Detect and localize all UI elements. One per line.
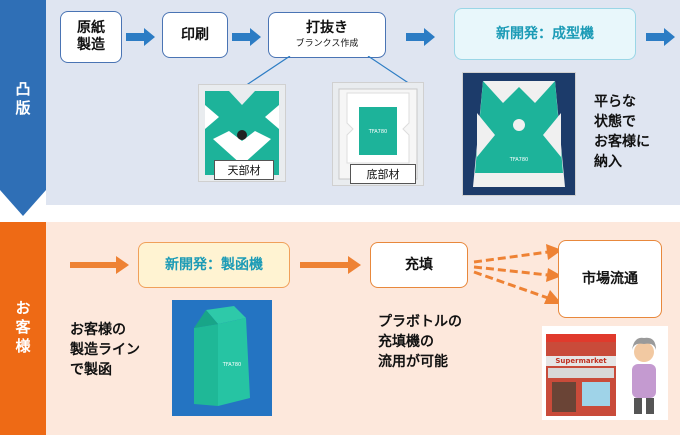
market-distribution-step: 市場流通	[558, 240, 662, 318]
filling-step: 充填	[370, 242, 468, 288]
customer-flow-arrow-2	[300, 256, 361, 274]
carton-photo: TFA780	[172, 300, 272, 416]
die-cutting-step: 打抜き ブランクス作成	[268, 12, 386, 58]
flow-arrow-2	[232, 28, 261, 46]
forming-machine-step: 新開発：成型機	[454, 8, 636, 60]
supermarket-illustration: Supermarket	[542, 326, 668, 420]
delivery-note: 平らな 状態で お客様に 納入	[594, 94, 650, 170]
svg-text:TFA780: TFA780	[222, 362, 241, 368]
svg-text:Supermarket: Supermarket	[555, 357, 607, 365]
customer-flow-arrow-1	[70, 256, 129, 274]
top-blank-caption: 天部材	[214, 160, 274, 180]
customer-line-note: お客様の 製造ライン で製函	[70, 322, 140, 378]
paper-manufacturing-step: 原紙製造	[60, 11, 122, 63]
flat-blank-photo: TFA780	[462, 72, 576, 196]
printing-step: 印刷	[162, 12, 228, 58]
bottom-blank-caption: 底部材	[350, 164, 416, 184]
box-forming-machine-step: 新開発：製函機	[138, 242, 290, 288]
svg-text:TFA780: TFA780	[509, 157, 528, 163]
customer-label: お客様	[0, 222, 46, 435]
manufacturer-side-arrow	[0, 0, 46, 216]
flow-arrow-1	[126, 28, 155, 46]
distribution-dashed-arrows	[473, 244, 562, 304]
flow-arrow-3	[406, 28, 435, 46]
filling-note: プラボトルの 充填機の 流用が可能	[378, 314, 462, 370]
flow-arrow-4	[646, 28, 675, 46]
manufacturer-label: 凸版	[13, 81, 32, 119]
svg-text:TFA780: TFA780	[368, 129, 387, 135]
